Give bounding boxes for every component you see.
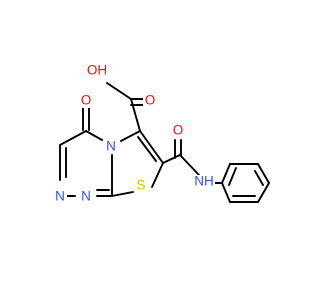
atom-label-triazine-n1: N (55, 189, 65, 204)
bond-c8a-s (111, 191, 134, 197)
atom-label-triazine-n2: N (81, 189, 91, 204)
atom-label-ketone-o: O (81, 93, 92, 108)
bond-c7-c6 (139, 130, 164, 164)
bond-cooh-oh (106, 82, 132, 100)
bond-ph-1-2 (221, 163, 231, 184)
atom-amide-nitrogen: NH (193, 174, 215, 189)
bond-c7-c6-double (137, 136, 157, 162)
atom-labels: O OH O O N N N S (53, 63, 215, 204)
atom-label-ring-n: N (106, 139, 116, 154)
atom-triazine-nitrogen-2: N (79, 189, 93, 204)
bond-lines (59, 82, 270, 203)
bond-c7-amide-c (162, 154, 181, 164)
atom-amide-oxygen: O (171, 123, 185, 138)
atom-label-amide-o: O (173, 123, 184, 138)
atom-label-thiazole-s: S (136, 178, 145, 193)
bond-ph-4-5 (257, 182, 270, 203)
bond-co-ring-n (85, 130, 103, 141)
atom-ketone-oxygen: O (79, 93, 93, 108)
bond-c6-ring-n (120, 130, 141, 142)
bond-c6-cooh (130, 98, 141, 132)
bond-s-c7 (151, 162, 164, 188)
atom-thiazole-sulfur: S (134, 178, 148, 194)
atom-label-amide-nh: NH (194, 174, 214, 189)
bond-ph-6-1 (221, 182, 231, 203)
bond-ph-3-4 (257, 163, 270, 184)
atom-triazine-nitrogen-1: N (53, 189, 67, 204)
bond-c-co (59, 130, 87, 146)
atom-acid-hydroxyl: OH (86, 63, 108, 78)
atom-acid-oxygen: O (143, 93, 157, 108)
molecular-structure-diagram: O OH O O N N N S (53, 62, 270, 204)
bond-amide-c-nh (179, 154, 200, 176)
atom-ring-nitrogen: N (104, 139, 118, 154)
bond-ph-1-2-double (228, 167, 237, 186)
atom-label-acid-oh: OH (87, 63, 107, 78)
atom-label-acid-o: O (145, 93, 156, 108)
bond-ph-3-4-double (254, 170, 264, 186)
